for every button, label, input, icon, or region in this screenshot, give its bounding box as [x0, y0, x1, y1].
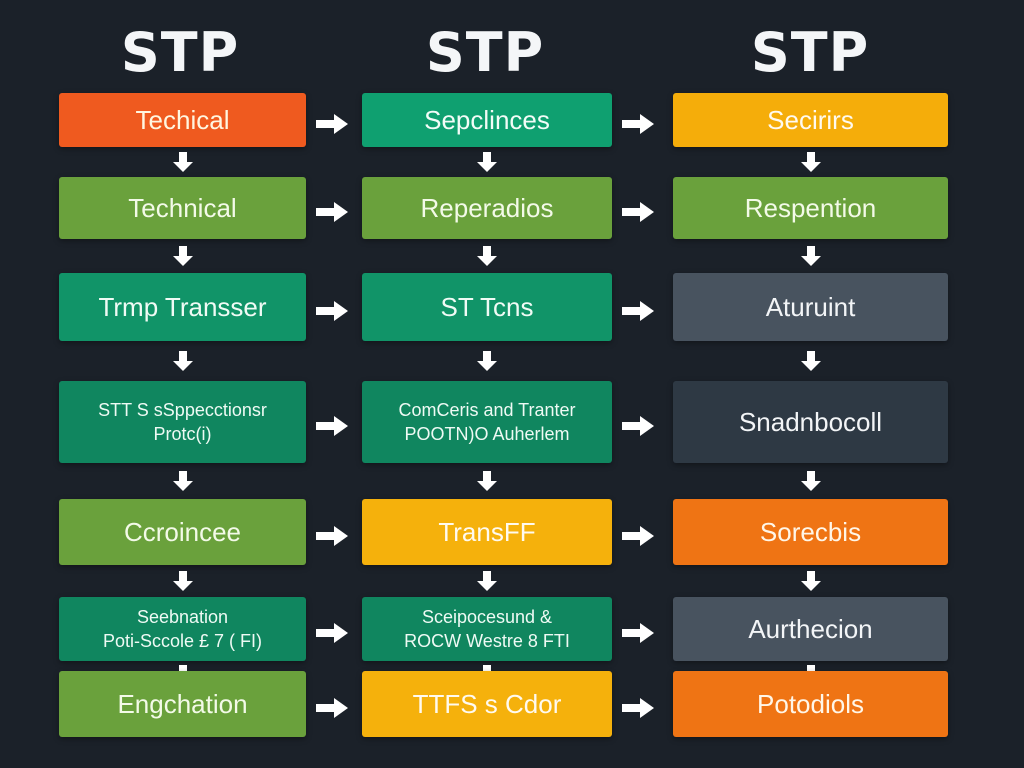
step-label: Secirirs — [767, 105, 854, 135]
step-label: POOTN)O Auherlem — [404, 424, 570, 444]
arrow-down-icon — [799, 150, 823, 174]
arrow-down-icon — [171, 150, 195, 174]
arrow-right-icon — [620, 112, 656, 136]
arrow-down-icon — [799, 244, 823, 268]
arrow-right-icon — [314, 200, 350, 224]
step-label: Sepclinces — [424, 105, 550, 135]
step-box: TTFS s Cdor — [362, 671, 612, 737]
arrow-right-icon — [620, 621, 656, 645]
step-label: Seebnation — [136, 607, 229, 627]
arrow-right-icon — [620, 524, 656, 548]
step-label: ComCeris and Tranter — [398, 400, 576, 420]
arrow-down-icon — [475, 244, 499, 268]
column-title-2: STP — [425, 21, 545, 84]
step-label: Respention — [744, 193, 877, 223]
step-box: Ccroincee — [59, 499, 306, 565]
step-box: ST Tcns — [362, 273, 612, 341]
arrow-right-icon — [314, 621, 350, 645]
arrow-right-icon — [314, 112, 350, 136]
step-box: Secirirs — [673, 93, 948, 147]
step-label: Poti-Sccole £ 7 ( FI) — [102, 631, 263, 651]
step-box: Reperadios — [362, 177, 612, 239]
step-label: Techical — [135, 105, 230, 135]
step-box: Respention — [673, 177, 948, 239]
arrow-down-icon — [171, 244, 195, 268]
step-label: TTFS s Cdor — [412, 689, 562, 719]
arrow-down-icon — [171, 349, 195, 373]
arrow-down-icon — [475, 349, 499, 373]
step-label: Engchation — [117, 689, 248, 719]
arrow-down-icon — [799, 569, 823, 593]
step-box: Technical — [59, 177, 306, 239]
step-label: Aurthecion — [748, 614, 873, 644]
step-label: ROCW Westre 8 FTI — [404, 631, 570, 651]
step-label: Sorecbis — [759, 517, 862, 547]
arrow-right-icon — [314, 524, 350, 548]
arrow-right-icon — [620, 200, 656, 224]
arrow-right-icon — [620, 299, 656, 323]
step-label: ST Tcns — [440, 292, 534, 322]
step-label: Reperadios — [420, 193, 554, 223]
step-label: TransFF — [438, 517, 536, 547]
column-title-3: STP — [750, 21, 870, 84]
arrow-right-icon — [620, 696, 656, 720]
step-box: Techical — [59, 93, 306, 147]
arrow-right-icon — [620, 414, 656, 438]
step-label: Technical — [128, 193, 237, 223]
step-box: Sceipocesund & ROCW Westre 8 FTI — [362, 597, 612, 661]
step-box: Engchation — [59, 671, 306, 737]
step-box: Trmp Transser — [59, 273, 306, 341]
arrow-right-icon — [314, 414, 350, 438]
arrow-down-icon — [475, 569, 499, 593]
arrow-right-icon — [314, 299, 350, 323]
step-box: Sepclinces — [362, 93, 612, 147]
arrow-right-icon — [314, 696, 350, 720]
step-label: Ccroincee — [123, 517, 242, 547]
step-box: Sorecbis — [673, 499, 948, 565]
step-label: Potodiols — [757, 689, 864, 719]
arrow-down-icon — [799, 349, 823, 373]
step-label: Aturuint — [765, 292, 856, 322]
column-title-1: STP — [120, 21, 240, 84]
step-label: STT S sSppecctionsr — [98, 400, 267, 420]
step-label: Protc(i) — [153, 424, 212, 444]
step-box: Potodiols — [673, 671, 948, 737]
step-box: TransFF — [362, 499, 612, 565]
arrow-down-icon — [475, 150, 499, 174]
step-label: Trmp Transser — [98, 292, 267, 322]
step-label: Sceipocesund & — [421, 607, 553, 627]
arrow-down-icon — [799, 469, 823, 493]
arrow-down-icon — [171, 469, 195, 493]
step-box: Snadnbocoll — [673, 381, 948, 463]
step-box: Aturuint — [673, 273, 948, 341]
step-label: Snadnbocoll — [738, 407, 883, 437]
arrow-down-icon — [171, 569, 195, 593]
arrow-down-icon — [475, 469, 499, 493]
step-box: Aurthecion — [673, 597, 948, 661]
